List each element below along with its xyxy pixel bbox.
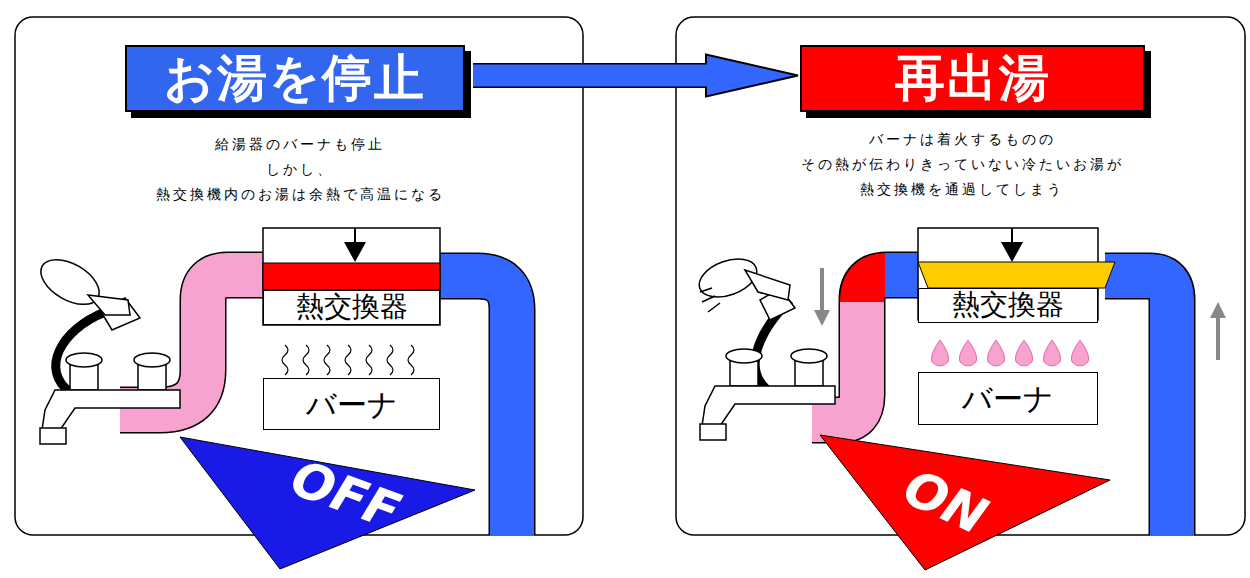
flame [1015,340,1032,366]
heat-exchanger-label-box: 熱交換器 [263,290,440,325]
box-text: バーナ [962,382,1054,415]
right-faucet [694,252,835,440]
heat-wave [345,345,351,375]
flame [959,340,976,366]
note-text: バーナは着火するものの [869,131,1056,149]
note-text: その熱が伝わりきっていない冷たいお湯が [801,156,1124,174]
flow-arrow [473,55,798,97]
heat-wave [366,345,372,375]
heat-wave [408,345,414,375]
flow-arrow-down [820,268,824,318]
note-text: 給湯器のバーナも停止 [215,136,385,154]
flame [931,340,948,366]
title-box: 再出湯 [800,45,1145,112]
box-text: 熱交換器 [296,292,408,323]
box-text: 熱交換器 [952,290,1064,321]
title-box: お湯を停止 [125,45,465,112]
flame [1071,340,1088,366]
heat-exchanger-label-box: 熱交換器 [918,288,1098,323]
title-text: お湯を停止 [164,51,426,106]
arrow-shaft [473,65,710,87]
title-text: 再出湯 [895,51,1051,106]
state-triangle: ON [820,435,1110,570]
flame [987,340,1004,366]
burner-box: バーナ [263,378,440,430]
box-text: バーナ [306,388,398,421]
note-text: 熱交換機内のお湯は余熱で高温になる [156,186,445,204]
flow-arrow-up [1216,310,1220,360]
note-text: しかし、 [266,161,334,179]
heat-wave [303,345,309,375]
left-faucet [33,250,180,444]
heat-wave [282,345,288,375]
burner-flames [931,340,1088,366]
heat-wave [324,345,330,375]
burner-box: バーナ [918,372,1098,425]
left-heat-exchanger-art [263,228,440,325]
heat-wave [387,345,393,375]
note-text: 熱交換機を通過してしまう [860,181,1064,199]
state-triangle: OFF [180,437,475,569]
heat-waves [282,345,414,375]
flame [1043,340,1060,366]
arrow-head [706,55,798,97]
